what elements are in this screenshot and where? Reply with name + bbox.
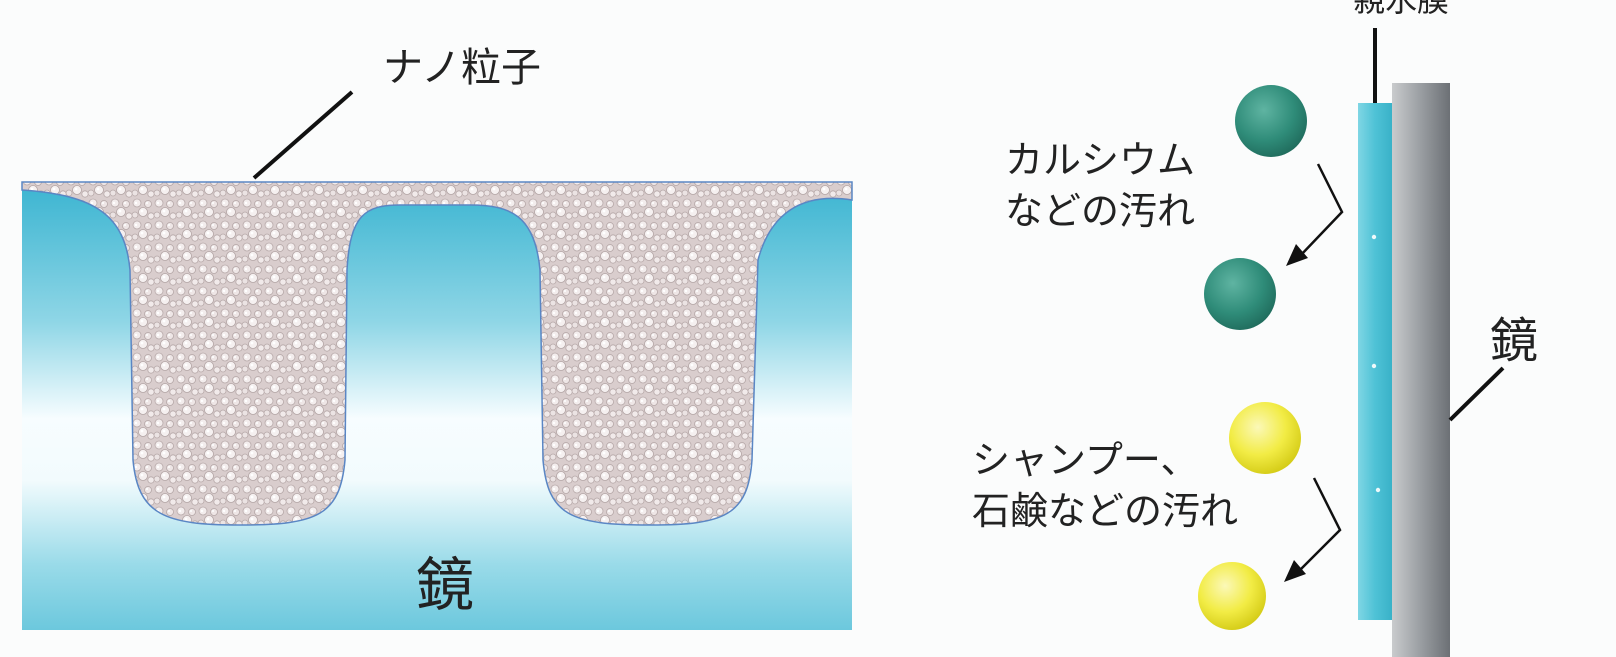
calcium-arrow [1299, 163, 1344, 257]
calcium-stain-label-line-2: などの汚れ [1005, 189, 1196, 234]
calcium-stain-label-line-1: カルシウム [1005, 138, 1196, 182]
shampoo-arrow-head [1284, 560, 1306, 582]
shampoo-stain-ball-lower [1198, 562, 1266, 630]
nanoparticle-pointer-line [252, 90, 354, 180]
calcium-stain-ball-lower [1204, 258, 1276, 330]
shampoo-stain-label-line-1: シャンプー、 [972, 438, 1199, 482]
nanoparticle-layer [21, 181, 853, 526]
nanoparticle-label: ナノ粒子 [383, 45, 541, 91]
shampoo-stain-label-line-2: 石鹸などの汚れ [972, 489, 1239, 534]
shampoo-stain-ball-upper [1229, 402, 1301, 474]
left-mirror-label: 鏡 [416, 551, 475, 619]
calcium-arrow-head [1286, 244, 1308, 266]
hydrophilic-film-bar [1358, 103, 1392, 620]
hydrophilic-film-label: 親水膜 [1353, 0, 1450, 19]
shampoo-arrow [1297, 477, 1342, 573]
film-sparkles [1371, 234, 1381, 493]
right-mirror-bar [1392, 83, 1450, 657]
calcium-stain-label: カルシウム などの汚れ [1005, 135, 1195, 238]
shampoo-stain-label: シャンプー、 石鹸などの汚れ [972, 435, 1238, 538]
calcium-stain-ball-upper [1235, 85, 1307, 157]
right-mirror-label: 鏡 [1490, 313, 1539, 369]
mirror-pointer-line [1448, 366, 1505, 422]
